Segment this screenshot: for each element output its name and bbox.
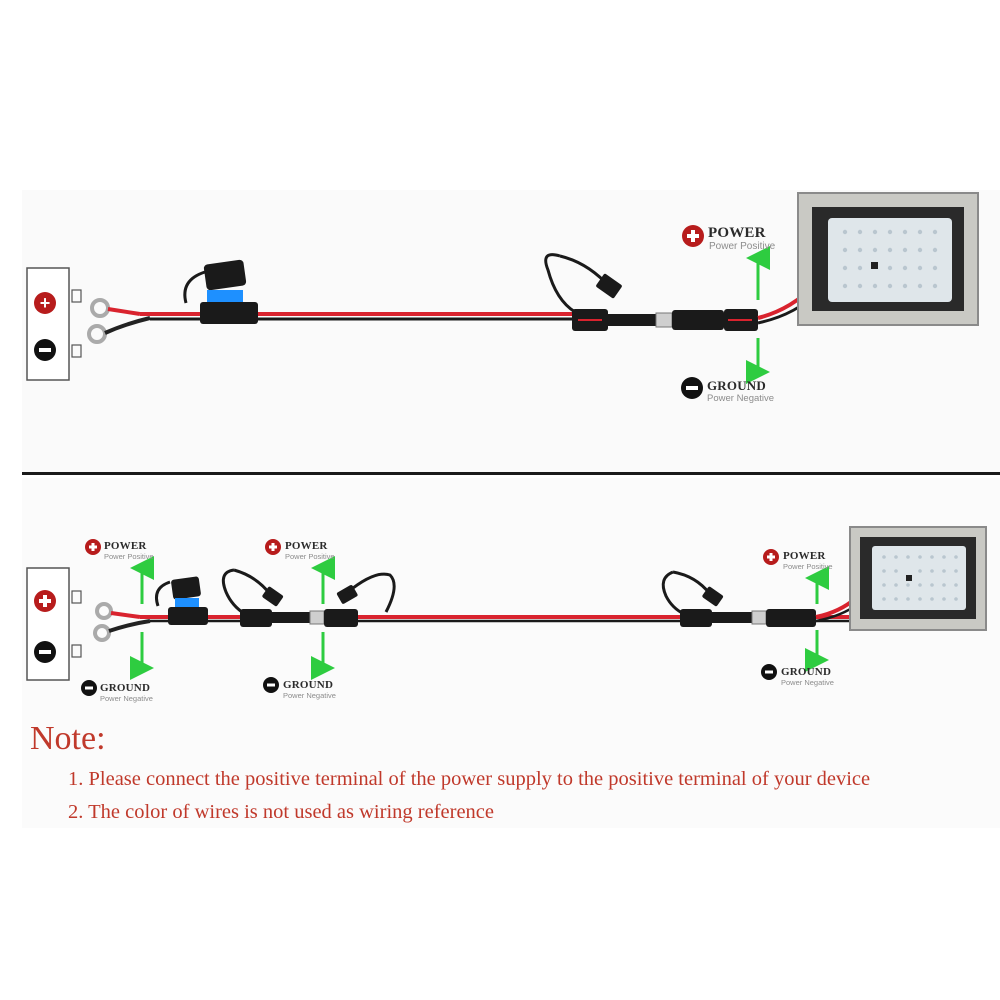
top-power-label: POWER <box>708 225 766 241</box>
bottom-fuse-holder <box>155 576 208 625</box>
bottom-battery-terminal-box <box>26 567 82 681</box>
top-positive-terminal-icon: + <box>34 292 56 314</box>
bottom-power-sublabel-2: Power Positive <box>285 552 335 561</box>
bottom-negative-terminal-icon <box>34 641 56 663</box>
top-power-sublabel: Power Positive <box>709 241 776 252</box>
top-ring-terminals <box>87 298 151 344</box>
bottom-positive-terminal-icon <box>34 590 56 612</box>
bottom-ground-sublabel-1: Power Negative <box>100 694 153 703</box>
top-ground-label: GROUND <box>707 378 766 393</box>
top-power-marker-icon <box>682 225 704 247</box>
bottom-diagram-panel <box>22 478 1000 828</box>
top-ground-sublabel: Power Negative <box>707 393 775 404</box>
bottom-power-sublabel-1: Power Positive <box>104 552 154 561</box>
bottom-ground-sublabel-3: Power Negative <box>781 678 834 687</box>
bottom-power-label-2: POWER <box>285 540 328 552</box>
svg-text:+: + <box>40 293 51 313</box>
top-battery-terminal-box <box>26 267 82 381</box>
bottom-power-sublabel-3: Power Positive <box>783 562 833 571</box>
note-line-1: 1. Please connect the positive terminal … <box>68 768 871 790</box>
top-ground-marker-icon <box>681 377 703 399</box>
top-floodlight <box>797 192 979 326</box>
top-negative-terminal-icon <box>34 339 56 361</box>
bottom-ground-sublabel-2: Power Negative <box>283 691 336 700</box>
bottom-ring-terminals <box>93 602 151 642</box>
note-line-2: 2. The color of wires is not used as wir… <box>68 801 494 823</box>
bottom-ground-marker-icon-3 <box>761 664 777 680</box>
bottom-power-marker-icon-1 <box>85 539 101 555</box>
note-title: Note: <box>30 720 106 757</box>
bottom-ground-label-3: GROUND <box>781 666 832 678</box>
bottom-ground-label-2: GROUND <box>283 679 334 691</box>
bottom-power-label-3: POWER <box>783 550 826 562</box>
bottom-sae-connector-1 <box>221 568 396 627</box>
bottom-ground-marker-icon-2 <box>263 677 279 693</box>
bottom-power-label-1: POWER <box>104 540 147 552</box>
top-fuse-holder <box>183 259 258 324</box>
top-sae-connector <box>544 253 758 331</box>
bottom-ground-label-1: GROUND <box>100 682 151 694</box>
bottom-ground-marker-icon-1 <box>81 680 97 696</box>
bottom-floodlight <box>849 526 987 631</box>
section-divider <box>22 472 1000 475</box>
bottom-power-marker-icon-3 <box>763 549 779 565</box>
bottom-power-marker-icon-2 <box>265 539 281 555</box>
bottom-sae-connector-2 <box>661 570 816 627</box>
